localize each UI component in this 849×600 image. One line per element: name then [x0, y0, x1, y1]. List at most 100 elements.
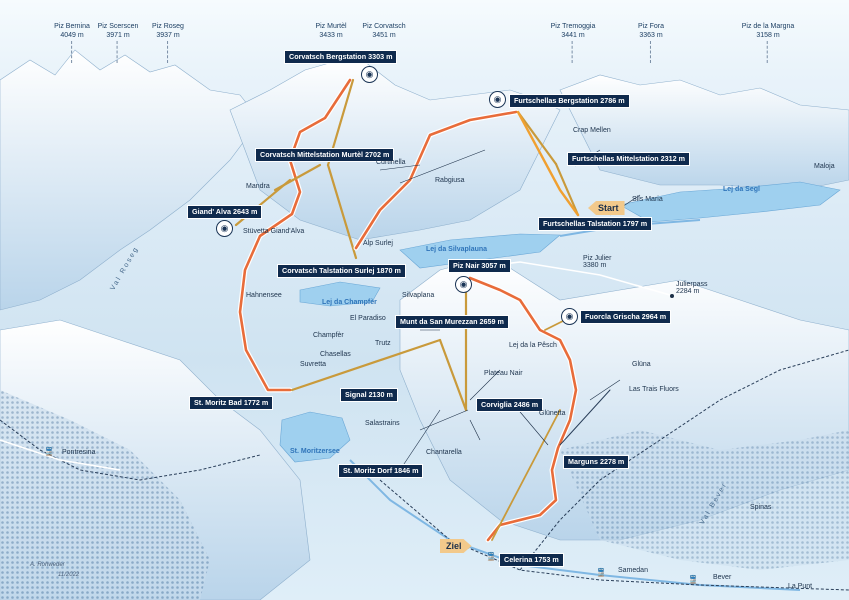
lake-moritzersee: [279, 411, 351, 463]
lake-silvaplauna: [399, 233, 561, 269]
lift-munt: [438, 338, 468, 412]
peak-name: Piz Murtèl: [315, 23, 347, 30]
place-la-punt: La Punt: [788, 583, 813, 590]
station-fuorcla-grischa[interactable]: Fuorcla Grischa 2964 m: [580, 310, 672, 324]
place-curtinella: Curtinella: [376, 159, 406, 166]
place-piz-julier-alt: 3380 m: [583, 262, 607, 269]
place-trutz: Trutz: [375, 340, 391, 347]
peak-name: Piz Corvatsch: [362, 23, 406, 30]
place-sils-maria: Sils Maria: [632, 196, 663, 203]
peak-altitude: 3441 m: [561, 32, 585, 39]
station-piz-nair[interactable]: Piz Nair 3057 m: [448, 259, 511, 273]
place-plateau-nair: Plateau Nair: [484, 370, 523, 377]
peak-altitude: 3937 m: [156, 32, 180, 39]
station-st-moritz-dorf[interactable]: St. Moritz Dorf 1846 m: [338, 464, 424, 478]
train-station-icon: 🚆: [44, 447, 54, 456]
peak-altitude: 3433 m: [319, 32, 343, 39]
place-piz-julier-name: Piz Julier: [583, 255, 612, 262]
place-rabgiusa: Rabgiusa: [435, 177, 465, 184]
peak-name: Piz Roseg: [152, 23, 184, 30]
place-gluna: Glüna: [632, 361, 651, 368]
camera-icon[interactable]: ◉: [455, 276, 472, 293]
peak-altitude: 3971 m: [106, 32, 130, 39]
peak-piz-scerscen: Piz Scerscen 3971 m: [97, 22, 139, 63]
signature-date: 11/2022: [58, 572, 80, 578]
lake-label-silvaplauna: Lej da Silvaplauna: [426, 246, 488, 253]
route-corviglia: [290, 275, 611, 543]
railway: [0, 349, 849, 591]
station-furtschellas-mittelstation[interactable]: Furtschellas Mittelstation 2312 m: [567, 152, 691, 166]
place-hahnensee: Hahnensee: [246, 292, 282, 299]
station-corviglia[interactable]: Corviglia 2486 m: [476, 398, 544, 412]
place-el-paradiso: El Paradiso: [350, 315, 386, 322]
station-giand-alva[interactable]: Giand' Alva 2643 m: [187, 205, 263, 219]
station-corvatsch-mittelstation[interactable]: Corvatsch Mittelstation Murtèl 2702 m: [255, 148, 395, 162]
route-corvatsch: [234, 77, 580, 393]
route-furtschellas-down: [516, 110, 580, 217]
train-station-icon: 🚆: [596, 568, 606, 577]
mountain-range-west: [0, 49, 261, 311]
place-pontresina: Pontresina: [62, 449, 96, 456]
station-signal[interactable]: Signal 2130 m: [340, 388, 398, 402]
station-furtschellas-bergstation[interactable]: Furtschellas Bergstation 2786 m: [509, 94, 630, 108]
camera-icon[interactable]: ◉: [216, 220, 233, 237]
peak-altitude: 3363 m: [639, 32, 663, 39]
place-alp-surlej: Alp Surlej: [363, 240, 393, 247]
place-bever: Bever: [713, 574, 732, 581]
forest-east: [560, 430, 849, 570]
place-glunetta: Glünetta: [539, 410, 566, 417]
route-corvatsch-line: [238, 78, 352, 392]
place-julierpass-name: Julierpass: [676, 281, 708, 288]
lake-label-segl: Lej da Segl: [723, 186, 760, 193]
route-to-furtschellas-line: [354, 110, 518, 250]
place-champfer: Champfèr: [313, 332, 344, 339]
peak-name: Piz Scerscen: [97, 23, 139, 30]
station-corvatsch-bergstation[interactable]: Corvatsch Bergstation 3303 m: [284, 50, 398, 64]
peak-name: Piz de la Margna: [741, 23, 795, 30]
camera-icon[interactable]: ◉: [561, 308, 578, 325]
station-celerina[interactable]: Celerina 1753 m: [499, 553, 564, 567]
station-marguns[interactable]: Marguns 2278 m: [563, 455, 630, 469]
lift-gluna: [559, 389, 611, 446]
place-mandra: Mandra: [246, 183, 270, 190]
peak-name: Piz Fora: [637, 23, 665, 30]
peak-name: Piz Bernina: [54, 23, 90, 30]
ziel-marker[interactable]: Ziel: [440, 539, 472, 553]
julierpass-dot: [670, 294, 674, 298]
station-furtschellas-talstation[interactable]: Furtschellas Talstation 1797 m: [538, 217, 653, 231]
peak-piz-roseg: Piz Roseg 3937 m: [152, 22, 184, 63]
camera-icon[interactable]: ◉: [489, 91, 506, 108]
place-maloja: Maloja: [814, 163, 835, 170]
train-station-icon: 🚆: [688, 575, 698, 584]
place-lej-da-la-pesch: Lej da la Pêsch: [509, 342, 557, 349]
station-st-moritz-bad[interactable]: St. Moritz Bad 1772 m: [189, 396, 274, 410]
peak-piz-de-la-margna: Piz de la Margna 3158 m: [741, 22, 795, 63]
forest-west: [0, 390, 210, 600]
peak-altitude: 3158 m: [756, 32, 780, 39]
start-marker[interactable]: Start: [588, 201, 625, 215]
artist-signature: A. Rohweder: [30, 562, 65, 568]
lake-label-champfer: Lej da Champfèr: [322, 299, 377, 306]
camera-icon[interactable]: ◉: [361, 66, 378, 83]
lake-segl: [619, 181, 841, 223]
peak-piz-fora: Piz Fora 3363 m: [638, 22, 664, 63]
place-stuvetta: Stüvetta Giand'Alva: [243, 228, 305, 235]
lake-label-moritzersee: St. Moritzersee: [290, 448, 340, 455]
place-samedan: Samedan: [618, 567, 648, 574]
station-munt-da-san-murezzan[interactable]: Munt da San Murezzan 2659 m: [395, 315, 509, 329]
train-station-icon: 🚆: [486, 552, 496, 561]
place-las-trais-fluors: Las Trais Fluors: [629, 386, 679, 393]
station-corvatsch-talstation[interactable]: Corvatsch Talstation Surlej 1870 m: [277, 264, 406, 278]
place-suvretta: Suvretta: [300, 361, 327, 368]
peak-piz-murtel: Piz Murtèl 3433 m: [315, 22, 346, 40]
peak-altitude: 3451 m: [372, 32, 396, 39]
lift-signal: [290, 338, 442, 392]
lift-corvatsch-mittel: [326, 163, 358, 260]
place-julierpass-alt: 2284 m: [676, 288, 700, 295]
